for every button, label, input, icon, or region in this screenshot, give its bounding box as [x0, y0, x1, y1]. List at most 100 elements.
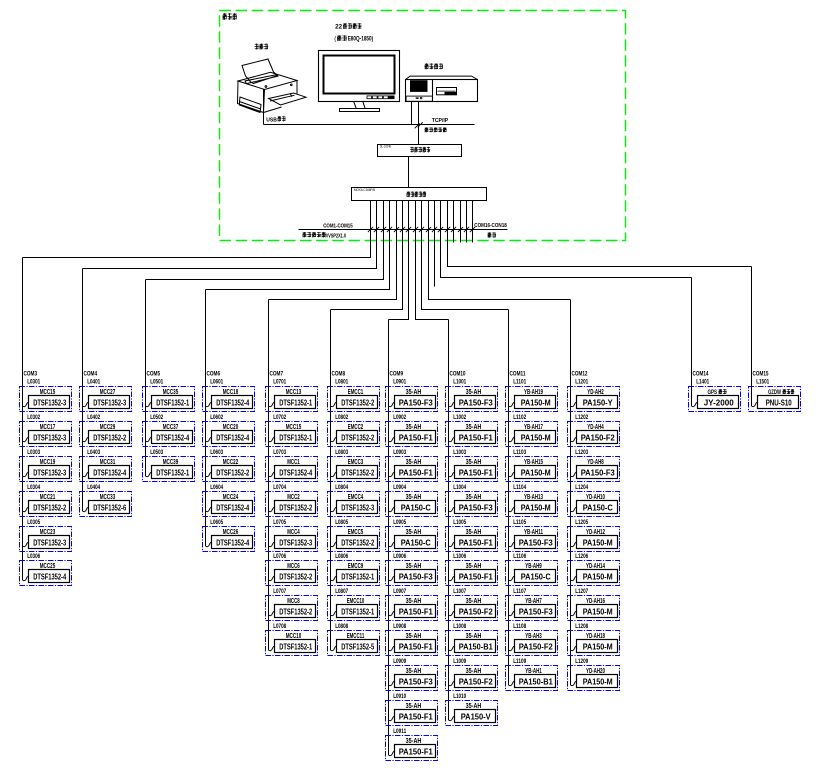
- svg-text:L0804: L0804: [335, 485, 349, 491]
- svg-text:L0303: L0303: [27, 450, 41, 456]
- svg-text:35-AH: 35-AH: [406, 561, 422, 570]
- svg-text:EMCC3: EMCC3: [348, 457, 364, 466]
- svg-text:YB-AH11: YB-AH11: [524, 527, 543, 536]
- svg-text:PA150-F3: PA150-F3: [399, 676, 433, 686]
- svg-text:DTSF1352-4: DTSF1352-4: [216, 432, 249, 442]
- svg-text:PA150-F3: PA150-F3: [459, 397, 493, 407]
- svg-text:PA150-F2: PA150-F2: [459, 606, 493, 616]
- svg-text:DTSF1352-3: DTSF1352-3: [33, 397, 66, 407]
- svg-text:JY-2000: JY-2000: [704, 397, 734, 407]
- svg-text:COM10: COM10: [450, 371, 466, 378]
- svg-text:L1106: L1106: [513, 554, 527, 560]
- svg-text:MCC37: MCC37: [163, 422, 179, 431]
- svg-text:COM7: COM7: [270, 371, 284, 378]
- svg-text:35-AH: 35-AH: [466, 666, 482, 675]
- svg-text:L0902: L0902: [393, 415, 407, 421]
- svg-text:35-AH: 35-AH: [466, 631, 482, 640]
- svg-text:MCC19: MCC19: [40, 457, 56, 466]
- svg-text:YB-AH9: YB-AH9: [525, 561, 542, 570]
- svg-text:DTSF1352-1: DTSF1352-1: [156, 397, 189, 407]
- svg-text:35-AH: 35-AH: [406, 492, 422, 501]
- svg-text:EMCC1: EMCC1: [348, 387, 364, 396]
- svg-text:COM16-CON18: COM16-CON18: [474, 223, 507, 229]
- svg-text:35-AH: 35-AH: [466, 527, 482, 536]
- svg-text:DTSF1352-1: DTSF1352-1: [279, 432, 312, 442]
- svg-text:35-AH: 35-AH: [406, 631, 422, 640]
- svg-text:PA150-F2: PA150-F2: [459, 676, 493, 686]
- svg-text:DTSF1352-1: DTSF1352-1: [341, 606, 374, 616]
- svg-text:L1008: L1008: [453, 624, 467, 630]
- svg-text:EMCC9: EMCC9: [348, 561, 364, 570]
- svg-text:DTSF1352-4: DTSF1352-4: [93, 467, 126, 477]
- svg-text:22: 22: [335, 24, 343, 31]
- svg-text:PA150-F3: PA150-F3: [581, 467, 615, 477]
- svg-text:DTSF1352-2: DTSF1352-2: [341, 537, 374, 547]
- svg-text:DTSF1352-1: DTSF1352-1: [279, 641, 312, 651]
- svg-text:L0911: L0911: [393, 729, 407, 735]
- svg-text:L0501: L0501: [150, 380, 164, 386]
- svg-text:DTSF1352-3: DTSF1352-3: [93, 397, 126, 407]
- svg-text:L0706: L0706: [273, 554, 287, 560]
- svg-text:L0803: L0803: [335, 450, 349, 456]
- svg-text:L0704: L0704: [273, 485, 287, 491]
- svg-text:DTSF1352-3: DTSF1352-3: [33, 432, 66, 442]
- svg-text:L1109: L1109: [513, 659, 527, 665]
- svg-text:DTSF1352-4: DTSF1352-4: [216, 397, 249, 407]
- svg-text:35-AH: 35-AH: [406, 701, 422, 710]
- svg-text:PA150-F3: PA150-F3: [519, 537, 553, 547]
- svg-text:USB: USB: [266, 117, 277, 123]
- svg-text:35-AH: 35-AH: [406, 596, 422, 605]
- svg-text:35-AH: 35-AH: [406, 527, 422, 536]
- svg-text:PA150-F3: PA150-F3: [399, 571, 433, 581]
- svg-text:MCC24: MCC24: [223, 492, 239, 501]
- svg-text:PA150-B1: PA150-B1: [459, 641, 493, 651]
- svg-text:35-AH: 35-AH: [466, 387, 482, 396]
- svg-text:MCC29: MCC29: [100, 422, 116, 431]
- svg-text:EMCC5: EMCC5: [348, 527, 364, 536]
- svg-text:MCC15: MCC15: [40, 387, 56, 396]
- svg-text:COM11: COM11: [510, 371, 526, 378]
- svg-text:L1007: L1007: [453, 589, 467, 595]
- svg-text:DTSF1352-3: DTSF1352-3: [33, 537, 66, 547]
- svg-text:MCC15: MCC15: [286, 422, 302, 431]
- svg-text:DTSF1352-3: DTSF1352-3: [33, 467, 66, 477]
- svg-text:L0901: L0901: [393, 380, 407, 386]
- svg-text:L0705: L0705: [273, 520, 287, 526]
- svg-text:L0801: L0801: [335, 380, 349, 386]
- svg-text:PA150-F1: PA150-F1: [399, 711, 433, 721]
- svg-text:L1209: L1209: [575, 659, 589, 665]
- svg-text:DTSF1352-2: DTSF1352-2: [216, 467, 249, 477]
- svg-text:L0604: L0604: [210, 485, 224, 491]
- svg-text:COM6: COM6: [207, 371, 221, 378]
- svg-text:TCP/IP: TCP/IP: [432, 118, 449, 124]
- svg-text:L1207: L1207: [575, 589, 589, 595]
- svg-text:RVVSP2X1.0: RVVSP2X1.0: [323, 234, 346, 240]
- svg-text:35-AH: 35-AH: [466, 596, 482, 605]
- svg-text:PA150-F1: PA150-F1: [399, 746, 433, 756]
- svg-text:COM12: COM12: [572, 371, 588, 378]
- svg-text:MCC27: MCC27: [100, 387, 116, 396]
- svg-text:MCC20: MCC20: [223, 422, 239, 431]
- svg-text:35-AH: 35-AH: [466, 492, 482, 501]
- svg-text:DTSF1352-2: DTSF1352-2: [93, 432, 126, 442]
- svg-text:L1004: L1004: [453, 485, 467, 491]
- svg-text:DTSF1352-2: DTSF1352-2: [341, 397, 374, 407]
- svg-text:GPS: GPS: [708, 389, 718, 396]
- svg-text:35-AH: 35-AH: [466, 422, 482, 431]
- svg-text:L0403: L0403: [87, 450, 101, 456]
- svg-text:L1101: L1101: [513, 380, 527, 386]
- svg-text:DTSF1352-2: DTSF1352-2: [279, 502, 312, 512]
- svg-text:PA150-M: PA150-M: [521, 432, 551, 442]
- svg-text:PA150-V: PA150-V: [461, 711, 491, 721]
- svg-text:L0404: L0404: [87, 485, 101, 491]
- svg-text:DTSF1352-2: DTSF1352-2: [341, 432, 374, 442]
- svg-text:DTSF1352-4: DTSF1352-4: [156, 432, 189, 442]
- svg-text:35-AH: 35-AH: [406, 422, 422, 431]
- svg-text:PA150-F1: PA150-F1: [399, 467, 433, 477]
- svg-text:35-AH: 35-AH: [406, 387, 422, 396]
- svg-text:DTSF1352-3: DTSF1352-3: [279, 537, 312, 547]
- svg-text:PA150-F1: PA150-F1: [459, 571, 493, 581]
- svg-text:L0701: L0701: [273, 380, 287, 386]
- svg-text:PA150-F3: PA150-F3: [459, 502, 493, 512]
- svg-text:PA150-M: PA150-M: [583, 571, 613, 581]
